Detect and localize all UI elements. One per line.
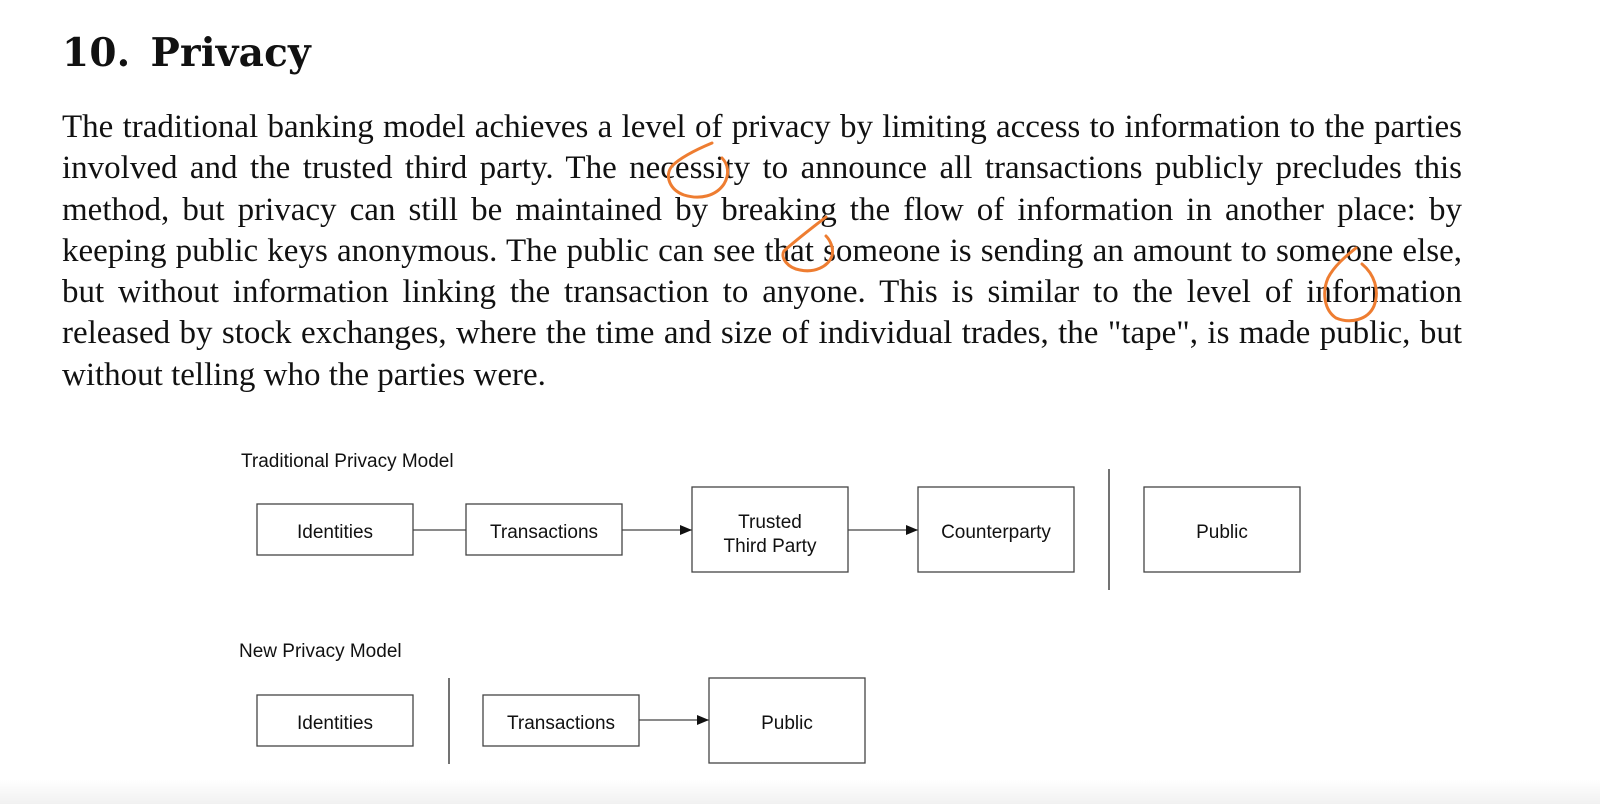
traditional-public-label: Public — [1196, 522, 1248, 543]
traditional-transactions-box: Transactions — [465, 503, 623, 556]
traditional-model-label: Traditional Privacy Model — [241, 451, 454, 472]
new-transactions-box: Transactions — [482, 694, 640, 747]
new-identities-label: Identities — [297, 713, 373, 734]
traditional-public-box: Public — [1143, 486, 1301, 573]
new-transactions-label: Transactions — [507, 713, 615, 734]
section-heading: 10. Privacy — [62, 30, 311, 76]
traditional-trusted-third-party-box: Trusted Third Party — [691, 486, 849, 573]
new-identities-box: Identities — [256, 694, 414, 747]
traditional-transactions-label: Transactions — [490, 522, 598, 543]
new-model-label: New Privacy Model — [239, 641, 402, 662]
traditional-counterparty-box: Counterparty — [917, 486, 1075, 573]
section-number: 10. — [62, 30, 131, 76]
page-bottom-shadow — [0, 780, 1600, 804]
trusted-label-line1: Trusted — [738, 512, 802, 533]
section-title: Privacy — [150, 30, 311, 76]
new-public-box: Public — [708, 677, 866, 764]
section-paragraph: The traditional banking model achieves a… — [62, 109, 1462, 393]
new-public-label: Public — [761, 713, 813, 734]
traditional-identities-box: Identities — [256, 503, 414, 556]
trusted-label-line2: Third Party — [724, 536, 817, 557]
traditional-identities-label: Identities — [297, 522, 373, 543]
traditional-counterparty-label: Counterparty — [941, 522, 1051, 543]
